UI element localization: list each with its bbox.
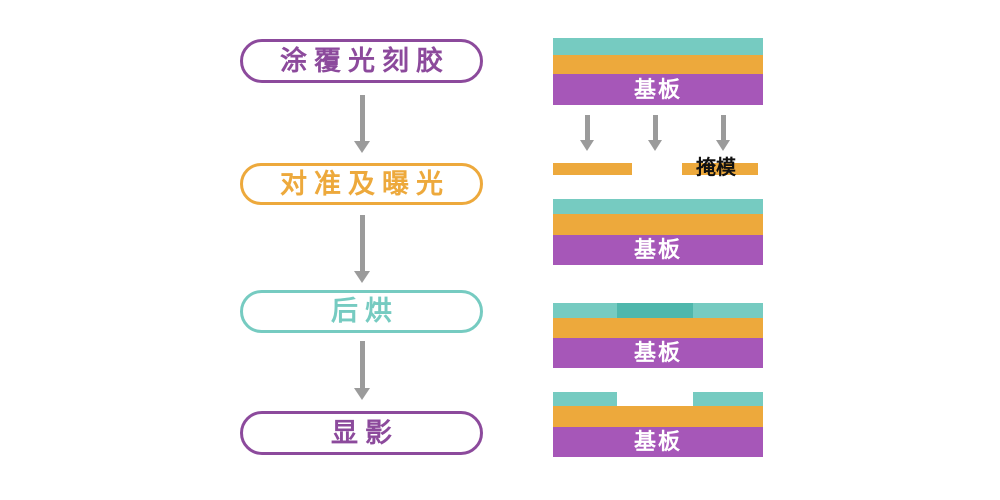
flow-step-label: 显影 [331, 417, 399, 448]
film-layer [553, 406, 763, 427]
exposure-arrow-3 [716, 115, 730, 151]
arrow-down-icon [354, 388, 370, 400]
cross-section-exposed: 基板 [553, 199, 763, 265]
flow-arrow-1 [354, 95, 370, 153]
photoresist-segment-left [553, 392, 617, 406]
photoresist-layer [553, 38, 763, 55]
substrate-label: 基板 [633, 429, 682, 454]
flow-step-label: 后烘 [331, 296, 399, 326]
exposure-arrow-2 [648, 115, 662, 151]
flow-step-label: 涂覆光刻胶 [280, 45, 450, 76]
arrow-shaft [359, 341, 365, 388]
substrate-layer: 基板 [553, 427, 763, 457]
arrow-down-icon [354, 271, 370, 283]
photoresist-layer-patterned [553, 392, 763, 406]
arrow-shaft [652, 115, 658, 140]
arrow-shaft [584, 115, 590, 140]
exposure-arrow-1 [580, 115, 594, 151]
arrow-down-icon [648, 140, 662, 151]
arrow-shaft [720, 115, 726, 140]
substrate-layer: 基板 [553, 338, 763, 368]
mask-bar-left [553, 163, 632, 175]
photoresist-layer [553, 303, 763, 318]
flow-arrow-3 [354, 341, 370, 400]
film-layer [553, 214, 763, 235]
arrow-down-icon [354, 141, 370, 153]
flow-step-label: 对准及曝光 [280, 168, 450, 199]
substrate-layer: 基板 [553, 74, 763, 105]
mask-bar-right [682, 163, 758, 175]
arrow-down-icon [580, 140, 594, 151]
film-layer [553, 55, 763, 74]
flow-step-coat-photoresist: 涂覆光刻胶 [240, 39, 483, 83]
substrate-label: 基板 [633, 340, 682, 365]
substrate-label: 基板 [633, 237, 682, 262]
film-layer [553, 318, 763, 338]
arrow-shaft [359, 95, 365, 141]
flow-step-post-bake: 后烘 [240, 290, 483, 333]
photoresist-layer [553, 199, 763, 214]
mask-label: 掩模 [696, 157, 736, 179]
exposed-region [617, 303, 693, 318]
cross-section-coated: 基板 [553, 38, 763, 105]
arrow-down-icon [716, 140, 730, 151]
cross-section-post-bake: 基板 [553, 303, 763, 368]
flow-step-develop: 显影 [240, 411, 483, 455]
substrate-label: 基板 [633, 76, 682, 102]
photoresist-segment-right [693, 392, 763, 406]
cross-section-developed: 基板 [553, 392, 763, 457]
flow-step-align-expose: 对准及曝光 [240, 163, 483, 205]
flow-arrow-2 [354, 215, 370, 283]
arrow-shaft [359, 215, 365, 271]
substrate-layer: 基板 [553, 235, 763, 265]
